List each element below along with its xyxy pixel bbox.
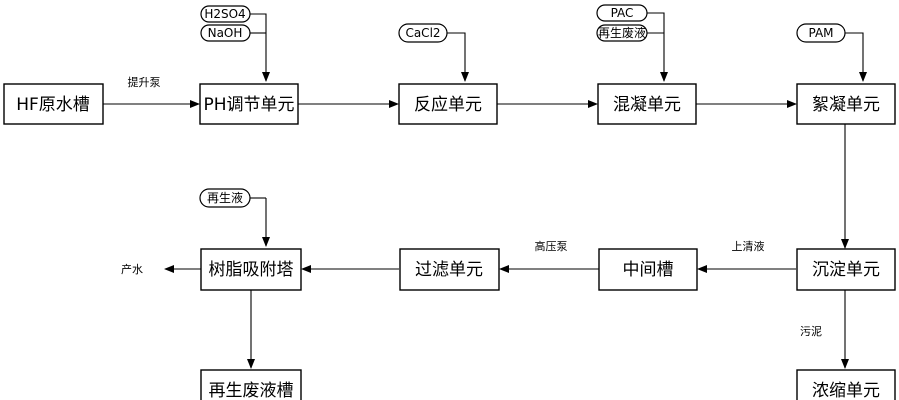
unit-reaction: 反应单元 [398, 83, 498, 125]
unit-sedimentation: 沉淀单元 [796, 248, 896, 291]
unit-resin-tower: 树脂吸附塔 [200, 248, 302, 291]
flow-lines [103, 12, 867, 369]
unit-intermediate-tank-label: 中间槽 [623, 260, 674, 280]
chemical-h2so4-label: H2SO4 [204, 7, 245, 21]
unit-hf-tank: HF原水槽 [3, 83, 104, 125]
unit-thickening: 浓缩单元 [796, 369, 896, 400]
unit-flocculation: 絮凝单元 [796, 83, 896, 125]
chemical-regen-waste: 再生废液 [596, 24, 648, 42]
unit-regen-waste-tank-label: 再生废液槽 [209, 381, 294, 400]
label-supernatant: 上清液 [732, 239, 765, 253]
unit-regen-waste-tank: 再生废液槽 [200, 369, 302, 400]
unit-filtration-label: 过滤单元 [415, 260, 483, 280]
chemical-naoh-label: NaOH [208, 26, 243, 40]
unit-coagulation: 混凝单元 [597, 83, 697, 125]
unit-hf-tank-label: HF原水槽 [16, 95, 90, 115]
label-product-water: 产水 [121, 262, 143, 276]
unit-ph-adjust: PH调节单元 [199, 83, 299, 125]
unit-coagulation-label: 混凝单元 [613, 95, 681, 115]
unit-reaction-label: 反应单元 [414, 95, 482, 115]
unit-flocculation-label: 絮凝单元 [812, 95, 880, 115]
unit-ph-adjust-label: PH调节单元 [203, 95, 294, 115]
chemical-regen-waste-label: 再生废液 [598, 25, 646, 40]
chemical-h2so4: H2SO4 [200, 5, 251, 23]
label-lift-pump: 提升泵 [128, 76, 161, 89]
chemical-pam-label: PAM [808, 26, 833, 40]
feed-line-cacl2 [447, 32, 469, 82]
feed-line-pam [845, 32, 867, 82]
feed-line-pac [647, 12, 668, 82]
label-sludge: 污泥 [800, 325, 822, 338]
unit-intermediate-tank: 中间槽 [598, 248, 698, 291]
chemical-pac-label: PAC [611, 6, 634, 20]
unit-sedimentation-label: 沉淀单元 [812, 260, 880, 280]
chemical-cacl2-label: CaCl2 [405, 26, 440, 40]
chemical-regen-liquid: 再生液 [199, 188, 251, 208]
unit-resin-tower-label: 树脂吸附塔 [209, 260, 294, 280]
chemical-cacl2: CaCl2 [398, 23, 448, 43]
unit-thickening-label: 浓缩单元 [812, 381, 880, 400]
chemical-naoh: NaOH [200, 24, 251, 42]
chemical-regen-liquid-label: 再生液 [207, 190, 243, 205]
chemical-pam: PAM [796, 23, 846, 43]
chemical-pac: PAC [596, 4, 648, 22]
label-high-pressure-pump: 高压泵 [535, 239, 568, 253]
feed-line-h2so4 [250, 13, 270, 82]
unit-filtration: 过滤单元 [399, 248, 500, 291]
